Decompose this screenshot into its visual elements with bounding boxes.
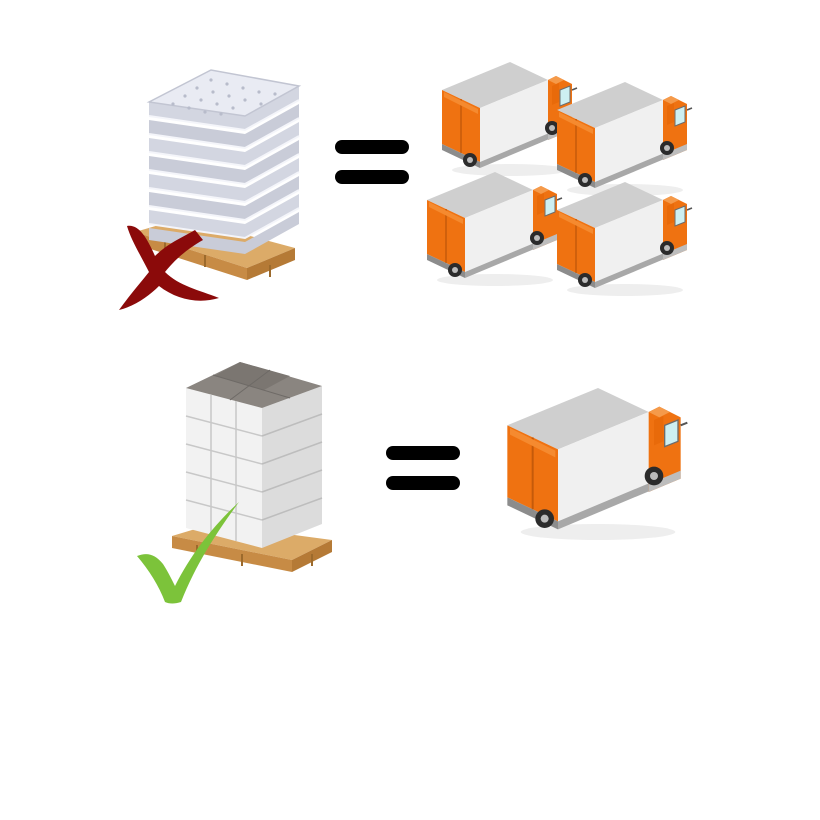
cross-icon	[119, 225, 219, 310]
comparison-row-compressed	[0, 350, 820, 620]
box-pallet-illustration	[172, 362, 332, 572]
equals-sign	[335, 140, 409, 184]
check-icon	[137, 502, 239, 604]
truck-icon	[556, 181, 693, 297]
truck-icon	[426, 171, 563, 287]
equals-sign	[386, 446, 460, 490]
comparison-row-uncompressed	[0, 40, 820, 330]
truck-icon	[506, 387, 689, 541]
